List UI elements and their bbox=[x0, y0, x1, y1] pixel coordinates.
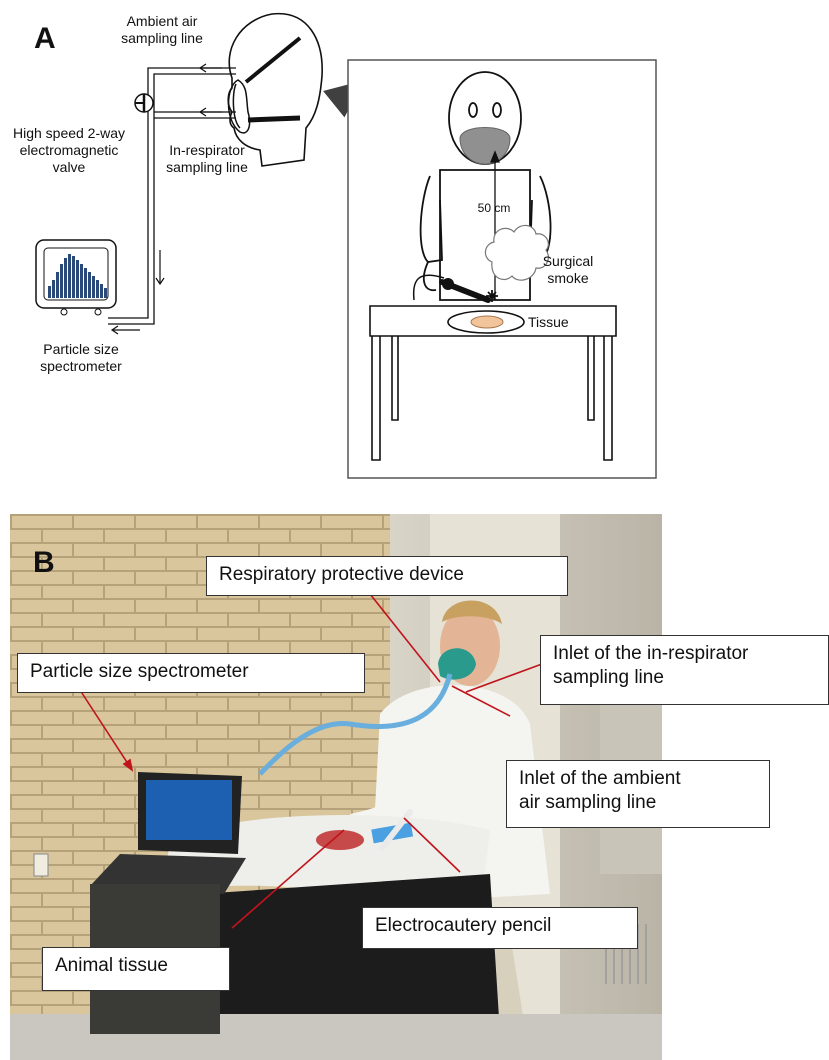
panel-a-letter: A bbox=[34, 22, 56, 55]
tissue-sample bbox=[470, 315, 504, 329]
callout-animal-tissue: Animal tissue bbox=[42, 947, 230, 991]
table bbox=[369, 305, 617, 461]
label-spectrometer: Particle size spectrometer bbox=[40, 341, 122, 374]
callout-electrocautery: Electrocautery pencil bbox=[362, 907, 638, 949]
callout-respiratory-device: Respiratory protective device bbox=[206, 556, 568, 596]
panel-a-diagram bbox=[35, 12, 657, 479]
spectrometer-bar bbox=[68, 254, 71, 298]
spectrometer-bars bbox=[48, 254, 107, 298]
callout-inlet-in-respirator: Inlet of the in-respirator sampling line bbox=[540, 635, 829, 705]
spectrometer-bar bbox=[72, 256, 75, 298]
laptop bbox=[90, 772, 246, 894]
spectrometer-bar bbox=[56, 272, 59, 298]
spectrometer-bar bbox=[60, 264, 63, 298]
spectrometer-bar bbox=[92, 276, 95, 298]
valve-symbol bbox=[134, 93, 154, 113]
sampling-tube bbox=[258, 673, 453, 776]
flow-arrows bbox=[110, 63, 222, 335]
spectrometer-bar bbox=[48, 286, 51, 298]
spectrometer-bar bbox=[52, 280, 55, 298]
callout-inlet-ambient: Inlet of the ambient air sampling line bbox=[506, 760, 770, 828]
spectrometer-monitor bbox=[35, 239, 117, 316]
label-tissue: Tissue bbox=[528, 314, 569, 330]
spectrometer-bar bbox=[84, 268, 87, 298]
spectrometer-bar bbox=[64, 258, 67, 298]
spectrometer-bar bbox=[96, 280, 99, 298]
spectrometer-bar bbox=[80, 264, 83, 298]
callout-particle-spectrometer: Particle size spectrometer bbox=[17, 653, 365, 693]
label-valve: High speed 2-way electromagnetic valve bbox=[12, 125, 126, 175]
label-surgical-smoke: Surgical smoke bbox=[542, 253, 594, 286]
spectrometer-bar bbox=[76, 260, 79, 298]
spectrometer-bar bbox=[88, 272, 91, 298]
label-distance: 50 cm bbox=[477, 201, 511, 215]
respirator-mask bbox=[227, 36, 302, 134]
smoke-cloud bbox=[484, 224, 549, 281]
cautery-pencil bbox=[412, 274, 498, 303]
panel-b-letter: B bbox=[33, 546, 55, 579]
sampling-tubes bbox=[108, 67, 236, 325]
spectrometer-bar bbox=[100, 284, 103, 298]
label-in-respirator-line: In-respirator sampling line bbox=[166, 142, 248, 175]
spectrometer-bar bbox=[104, 288, 107, 298]
pencil bbox=[379, 809, 413, 851]
label-ambient-air-line: Ambient air sampling line bbox=[121, 13, 203, 46]
face-mask bbox=[459, 127, 511, 165]
head-outline bbox=[227, 12, 323, 167]
